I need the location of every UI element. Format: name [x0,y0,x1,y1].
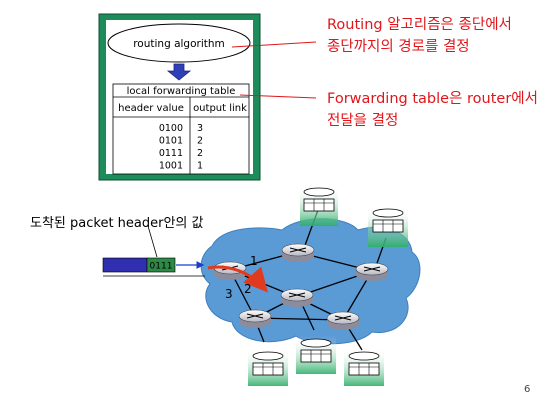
routing-algorithm-label: routing algorithm [133,38,225,50]
host-bottom-center [296,336,336,374]
table-cell-output-link: 2 [197,136,203,147]
table-cell-header-value: 1001 [159,161,183,172]
forwarding-annotation-line2: 전달을 결정 [327,113,399,129]
router-center [280,288,314,307]
table-cell-output-link: 2 [197,148,203,159]
table-cell-header-value: 0111 [159,148,183,159]
link-label-3: 3 [225,287,233,301]
forwarding-table-title: local forwarding table [127,86,236,97]
link-label-1: 1 [250,254,258,268]
forwarding-table [112,83,250,175]
down-arrow-icon [166,63,192,81]
host-bottom-right [344,348,384,386]
routing-annotation-line2: 종단까지의 경로를 결정 [327,39,470,55]
routing-connector [231,41,317,48]
forwarding-arrow [207,265,268,293]
host-bottom-left [248,348,288,386]
table-cell-output-link: 1 [197,161,203,172]
router-bottom-right [326,311,360,330]
packet-header-value: 0111 [150,262,173,272]
host-top-center [300,186,338,226]
column-header-link: output link [193,103,247,114]
routing-annotation: Routing 알고리즘은 종단에서 종단까지의 경로를 결정 [327,14,512,58]
link-label-2: 2 [244,282,252,296]
host-top-right [368,207,408,247]
packet-caption: 도착된 packet header안의 값 [30,216,204,231]
router-bottom-left [238,309,272,328]
packet-body [102,257,148,273]
forwarding-annotation: Forwarding table은 router에서 전달을 결정 [327,88,538,132]
forwarding-annotation-line1: Forwarding table은 router에서 [327,91,538,107]
caption-pointer [147,225,158,258]
table-cell-output-link: 3 [197,123,203,134]
router-right [355,262,389,281]
table-cell-header-value: 0100 [159,123,183,134]
table-cell-header-value: 0101 [159,136,183,147]
routing-algorithm-ellipse [107,23,251,63]
page-number: 6 [524,384,531,395]
routing-annotation-line1: Routing 알고리즘은 종단에서 [327,17,512,33]
column-header-value: header value [118,103,184,114]
router-top [281,243,315,262]
forwarding-connector [239,94,317,99]
packet-header [146,257,176,273]
